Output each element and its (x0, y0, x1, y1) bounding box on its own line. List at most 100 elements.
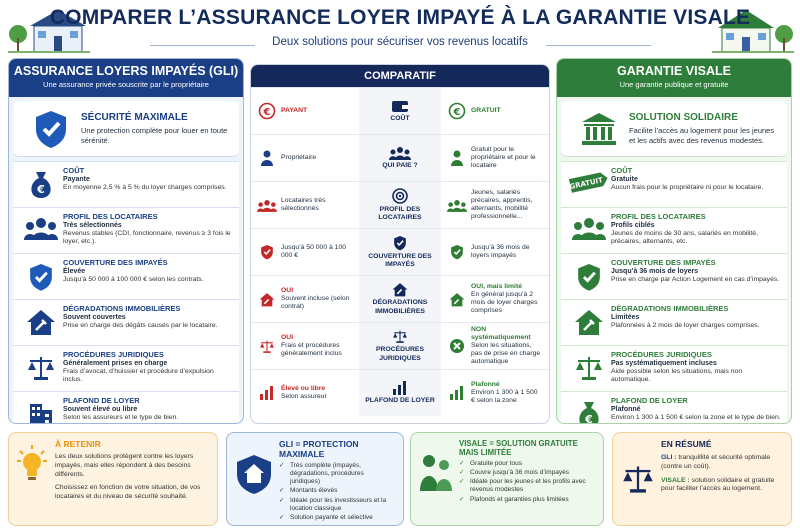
comparison-table: COMPARATIF €PAYANT COÛT €GRATUIT Proprié… (250, 64, 550, 424)
row-desc: Aide possible selon les situations, mais… (611, 368, 743, 384)
house-shield-icon (237, 455, 271, 494)
person-icon (261, 150, 273, 166)
resume-gli-label: GLI : (661, 454, 677, 461)
compare-right-title: Plafonné (471, 380, 500, 388)
scales-icon (576, 357, 602, 380)
row-label: COUVERTURE DES IMPAYÉS (63, 258, 168, 267)
lightbulb-icon (17, 445, 47, 480)
people-icon (24, 218, 58, 240)
scales-icon (393, 330, 407, 344)
compare-right: GRATUIT (471, 106, 501, 114)
resume-visale-label: VISALE : (661, 476, 690, 484)
money-bag-icon: € (31, 172, 51, 198)
row-value: Payante (63, 176, 90, 183)
compare-row-cout: €PAYANT COÛT €GRATUIT (251, 87, 549, 134)
svg-text:€: € (453, 107, 461, 118)
shield-check-icon (451, 245, 463, 260)
gli-title: ASSURANCE LOYERS IMPAYÉS (GLI) (13, 64, 239, 78)
house-tools-icon (575, 310, 603, 335)
resume-gli-text: tranquillité et sécurité optimale (contr… (661, 454, 771, 470)
row-desc: Plafonnées à 2 mois de loyer charges com… (611, 322, 760, 329)
bar-chart-icon (450, 386, 463, 400)
row-value: Très sélectionnés (63, 222, 122, 229)
gli-column: ASSURANCE LOYERS IMPAYÉS (GLI) Une assur… (8, 58, 244, 424)
shield-check-icon (394, 235, 406, 251)
card-visale-title: VISALE = SOLUTION GRATUITE MAIS LIMITÉE (459, 439, 578, 457)
compare-left: Jusqu’à 50 000 à 100 000 € (281, 243, 347, 259)
row-label: DÉGRADATIONS IMMOBILIÈRES (611, 304, 729, 313)
row-value: Plafonné (611, 406, 641, 413)
shield-check-icon (578, 264, 600, 291)
compare-criterion: DÉGRADATIONS IMMOBILIÈRES (372, 299, 428, 315)
subtitle-divider-right (546, 45, 651, 46)
card-gli-title: GLI = PROTECTION MAXIMALE (279, 439, 359, 459)
row-desc: Selon les assureurs et le type de bien. (63, 414, 179, 421)
gli-header: ASSURANCE LOYERS IMPAYÉS (GLI) Une assur… (9, 59, 243, 97)
bar-chart-icon (393, 380, 406, 395)
card-visale-item: ✓Plafonds et garanties plus limitées (459, 495, 569, 503)
card-visale-item: ✓Gratuite pour tous (459, 460, 523, 467)
compare-right: Environ 1 300 à 1 500 € selon la zone (471, 388, 538, 405)
visale-column: GARANTIE VISALE Une garantie publique et… (556, 58, 792, 424)
row-label: PROCÉDURES JURIDIQUES (611, 350, 712, 359)
card-visale-item: ✓Idéale pour les jeunes et les profils a… (459, 478, 595, 494)
card-item-text: Idéale pour les investisseurs et la loca… (290, 496, 387, 512)
bank-icon (582, 112, 616, 145)
house-tools-icon (449, 292, 465, 306)
compare-left: Propriétaire (281, 153, 317, 161)
gli-hero-desc: Une protection complète pour louer en to… (81, 126, 228, 145)
card-a-retenir-p1: Les deux solutions protègent contre les … (55, 453, 194, 478)
card-resume-title: EN RÉSUMÉ (661, 439, 712, 449)
row-value: Généralement prises en charge (63, 360, 168, 367)
row-desc: Jusqu’à 50 000 à 100 000 € selon les con… (63, 276, 204, 283)
compare-right: Gratuit pour le propriétaire et pour le … (471, 145, 536, 170)
compare-left: PAYANT (281, 106, 308, 114)
card-gli-item: ✓Solution payante et sélective (279, 513, 373, 521)
row-label: COÛT (611, 166, 633, 175)
compare-criterion: PROCÉDURES JURIDIQUES (376, 346, 424, 362)
scales-icon (623, 466, 653, 493)
row-value: Souvent couvertes (63, 314, 126, 321)
row-desc: Prise en charge par Action Logement en c… (611, 276, 780, 283)
euro-icon: € (258, 102, 276, 120)
card-item-text: Très complète (impayés, dégradations, pr… (290, 462, 364, 486)
row-label: PROFIL DES LOCATAIRES (63, 212, 158, 221)
row-desc: Aucun frais pour le propriétaire ni pour… (611, 184, 764, 191)
card-item-text: Montants élevés (290, 487, 338, 495)
shield-check-icon (36, 110, 66, 148)
house-tools-icon (27, 310, 55, 335)
cross-icon (450, 339, 464, 353)
compare-left: Locataires très sélectionnés (281, 196, 326, 212)
compare-right: En général jusqu’à 2 mois de loyer charg… (471, 290, 538, 315)
svg-text:€: € (584, 413, 593, 424)
row-value: Limitées (611, 314, 640, 321)
row-desc: Revenus stables (CDI, fonctionnaire, rev… (63, 230, 231, 246)
row-value: Gratuite (611, 176, 638, 183)
compare-left-title: OUI (281, 286, 294, 294)
compare-left: Selon assureur (281, 393, 327, 400)
row-label: DÉGRADATIONS IMMOBILIÈRES (63, 304, 181, 313)
svg-text:€: € (36, 183, 45, 196)
row-value: Souvent élevé ou libre (63, 406, 138, 413)
house-illustration-right (712, 10, 794, 53)
card-item-text: Plafonds et garanties plus limitées (470, 495, 569, 503)
row-label: PROFIL DES LOCATAIRES (611, 212, 706, 221)
card-gli-summary: GLI = PROTECTION MAXIMALE ✓Très complète… (226, 432, 404, 526)
people-icon (572, 218, 606, 240)
building-icon (30, 404, 52, 423)
visale-hero-desc: Facilite l’accès au logement pour les je… (629, 126, 775, 145)
group-icon (257, 199, 277, 212)
compare-right-title: OUI, mais limité (471, 282, 522, 290)
visale-header: GARANTIE VISALE Une garantie publique et… (557, 59, 791, 97)
